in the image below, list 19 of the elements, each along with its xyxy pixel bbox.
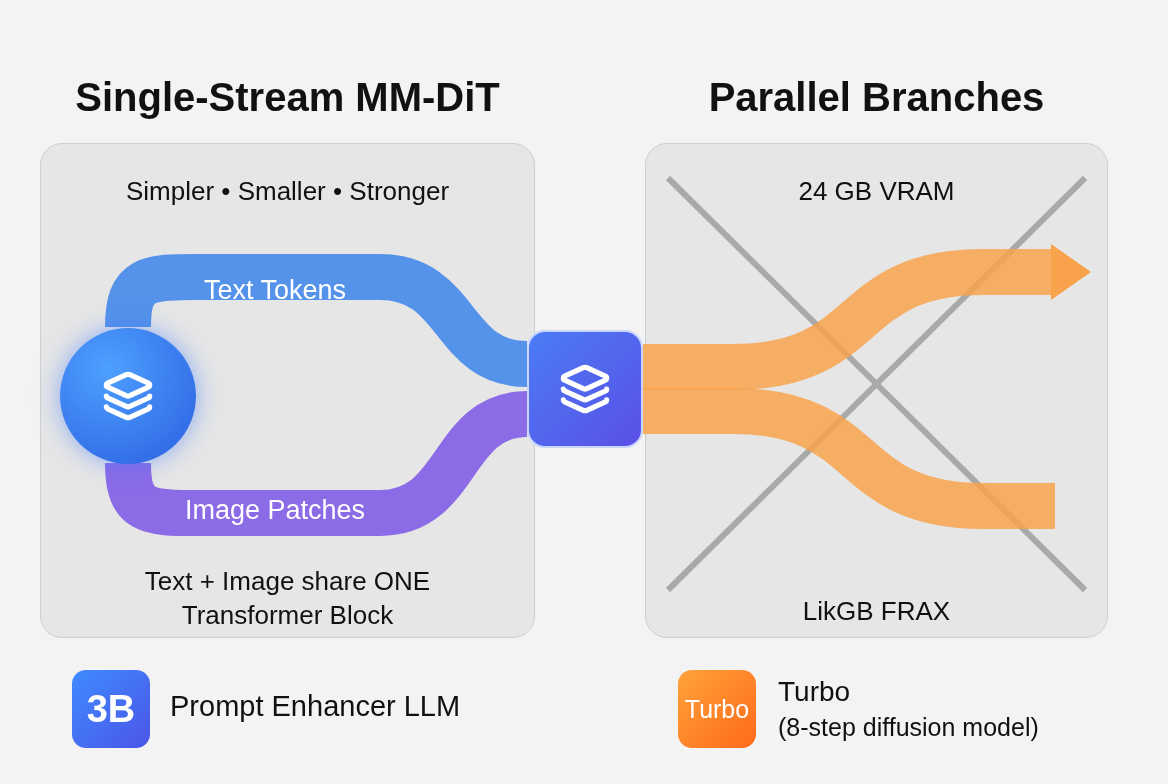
token-flow — [105, 254, 530, 387]
model-description: (8-step diffusion model) — [778, 713, 1039, 742]
token-flow — [105, 391, 530, 536]
token-flow — [643, 388, 1055, 529]
token-flow — [643, 244, 1091, 390]
model-name: Prompt Enhancer LLM — [170, 690, 461, 723]
panel-note: LikGB FRAX — [802, 595, 951, 628]
panel-heading: Single-Stream MM-DiT — [74, 75, 501, 120]
transformer-block — [527, 330, 643, 448]
model-badge: 3B — [72, 670, 150, 748]
model-badge: Turbo — [678, 670, 756, 748]
edge-label: Text Tokens — [203, 274, 347, 306]
panel-note: Text + Image share ONE Transformer Block — [143, 565, 432, 633]
panel-subtitle: 24 GB VRAM — [798, 175, 955, 208]
model-name: Turbo — [778, 676, 851, 708]
block-circle — [60, 328, 196, 464]
panel-subtitle: Simpler • Smaller • Stronger — [125, 175, 450, 208]
panel-heading: Parallel Branches — [707, 75, 1046, 120]
edge-label: Image Patches — [184, 494, 366, 526]
